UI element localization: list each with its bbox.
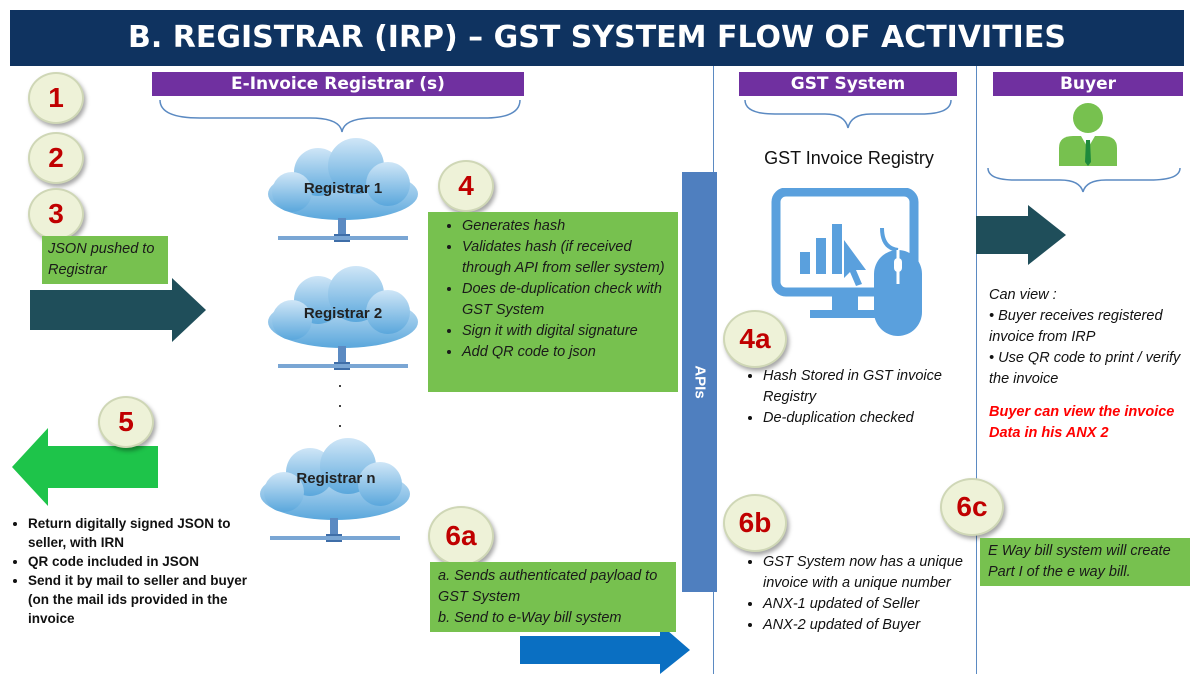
- mouse-icon: [874, 250, 922, 336]
- registrar-n-label: Registrar n: [296, 470, 376, 487]
- step-5-item: QR code included in JSON: [28, 552, 270, 571]
- step-4a-notes: Hash Stored in GST invoice Registry De-d…: [735, 366, 965, 429]
- step-4a-item: De-duplication checked: [763, 408, 965, 429]
- step-6c-box: E Way bill system will create Part I of …: [980, 538, 1190, 586]
- ellipsis-dot-3: ·: [337, 415, 343, 435]
- header-registrar: E-Invoice Registrar (s): [152, 72, 524, 96]
- buyer-view-section: Can view : • Buyer receives registered i…: [989, 285, 1187, 444]
- gst-registry-title: GST Invoice Registry: [764, 148, 934, 168]
- step-6b-item: GST System now has a unique invoice with…: [763, 552, 965, 594]
- buyer-anx2-note: Buyer can view the invoice Data in his A…: [989, 404, 1175, 441]
- step-3-badge: 3: [28, 188, 84, 240]
- buyer-view-heading: Can view :: [989, 287, 1057, 303]
- buyer-view-item: • Buyer receives registered invoice from…: [989, 308, 1163, 345]
- server-stand-icon: [278, 218, 408, 242]
- step-4a-badge: 4a: [723, 310, 787, 368]
- step-6b-notes: GST System now has a unique invoice with…: [735, 552, 965, 636]
- step-5-badge: 5: [98, 396, 154, 448]
- registrar-2-label: Registrar 2: [303, 305, 383, 322]
- brace-buyer: [987, 167, 1181, 193]
- cloud-icon: [268, 266, 418, 348]
- step-4a-item: Hash Stored in GST invoice Registry: [763, 366, 965, 408]
- step-6c-badge: 6c: [940, 478, 1004, 536]
- step-4-box: Generates hash Validates hash (if receiv…: [428, 212, 678, 392]
- server-stand-icon: [270, 518, 400, 542]
- arrow-right-blue: [520, 624, 690, 674]
- step-4-badge: 4: [438, 160, 494, 212]
- cloud-icon: [260, 438, 410, 520]
- server-stand-icon: [278, 346, 408, 370]
- buyer-view-item: • Use QR code to print / verify the invo…: [989, 350, 1181, 387]
- json-pushed-box: JSON pushed to Registrar: [42, 236, 168, 284]
- brace-registrar: [159, 99, 521, 133]
- brace-gst: [744, 99, 952, 129]
- step-6a-line: a. Sends authenticated payload to GST Sy…: [438, 568, 658, 605]
- step-4-item: Does de-duplication check with GST Syste…: [462, 279, 672, 321]
- registrar-1-label: Registrar 1: [303, 180, 383, 197]
- step-6b-item: ANX-2 updated of Buyer: [763, 615, 965, 636]
- step-5-item: Return digitally signed JSON to seller, …: [28, 514, 270, 552]
- step-5-list: Return digitally signed JSON to seller, …: [8, 514, 270, 628]
- buyer-person-icon: [1059, 103, 1117, 166]
- arrow-right-buyer: [976, 205, 1066, 265]
- step-4-item: Generates hash: [462, 216, 672, 237]
- step-6a-line: b. Send to e-Way bill system: [438, 610, 622, 626]
- step-6a-badge: 6a: [428, 506, 494, 566]
- step-6b-item: ANX-1 updated of Seller: [763, 594, 965, 615]
- cloud-server-n: [260, 438, 410, 542]
- ellipsis-dot-2: ·: [337, 395, 343, 415]
- arrow-right-left: [30, 278, 206, 342]
- step-6b-badge: 6b: [723, 494, 787, 552]
- cloud-icon: [268, 138, 418, 220]
- step-4-item: Add QR code to json: [462, 342, 672, 363]
- step-4-item: Sign it with digital signature: [462, 321, 672, 342]
- divider-gst-buyer: [976, 66, 977, 674]
- header-gst-system: GST System: [739, 72, 957, 96]
- header-buyer: Buyer: [993, 72, 1183, 96]
- cursor-icon: [844, 240, 866, 286]
- apis-label: APIs: [691, 365, 708, 399]
- step-2-badge: 2: [28, 132, 84, 184]
- apis-bar: APIs: [682, 172, 717, 592]
- cloud-server-1: [268, 138, 418, 242]
- step-6a-box: a. Sends authenticated payload to GST Sy…: [430, 562, 676, 632]
- page-title: B. REGISTRAR (IRP) – GST SYSTEM FLOW OF …: [10, 10, 1184, 66]
- ellipsis-dot-1: ·: [337, 375, 343, 395]
- step-1-badge: 1: [28, 72, 84, 124]
- step-4-item: Validates hash (if received through API …: [462, 237, 672, 279]
- step-5-item: Send it by mail to seller and buyer (on …: [28, 571, 270, 628]
- computer-mouse-icon: [771, 188, 922, 336]
- cloud-server-2: [268, 266, 418, 370]
